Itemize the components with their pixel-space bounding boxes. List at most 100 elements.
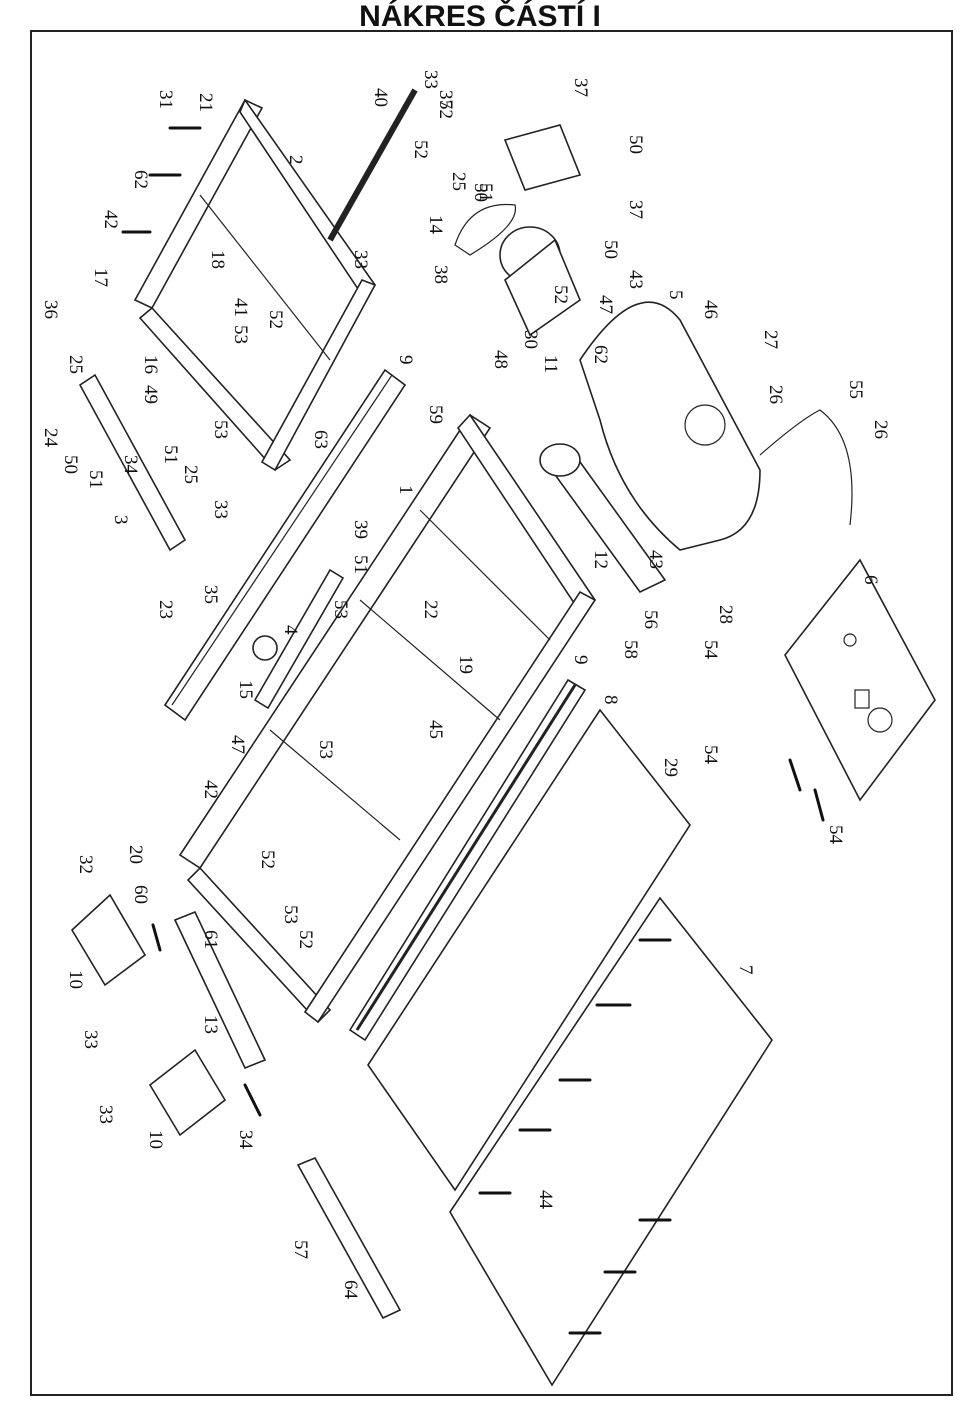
callout-38: 38 <box>430 265 451 284</box>
part-15-drive-belt <box>454 203 517 256</box>
fasteners <box>121 126 825 1335</box>
callout-33: 33 <box>350 250 371 269</box>
callout-39: 39 <box>350 520 371 539</box>
callout-25: 25 <box>65 355 86 374</box>
callout-33: 33 <box>210 500 231 519</box>
callout-53: 53 <box>280 905 301 924</box>
callout-33: 33 <box>80 1030 101 1049</box>
callout-61: 61 <box>200 930 221 949</box>
callout-33: 33 <box>95 1105 116 1124</box>
callout-50: 50 <box>625 135 646 154</box>
callout-34: 34 <box>235 1130 256 1150</box>
callout-12: 12 <box>590 550 611 569</box>
callout-43: 43 <box>645 550 666 569</box>
callout-56: 56 <box>640 610 661 629</box>
callout-52: 52 <box>410 140 431 159</box>
callout-36: 36 <box>40 300 61 319</box>
page-title: NÁKRES ČÁSTÍ I <box>359 0 601 30</box>
callout-24: 24 <box>40 428 61 448</box>
callout-53: 53 <box>330 600 351 619</box>
callout-17: 17 <box>90 268 111 287</box>
part-7-running-belt <box>449 896 773 1387</box>
part-14-rear-roller <box>173 910 267 1070</box>
part-9-side-rail-upper <box>163 368 407 722</box>
callout-10: 10 <box>65 970 86 989</box>
callout-33: 33 <box>420 70 441 89</box>
callout-44: 44 <box>535 1190 556 1210</box>
callout-11: 11 <box>540 355 561 373</box>
callout-45: 45 <box>425 720 446 739</box>
part-11-motor <box>499 226 581 337</box>
callout-62: 62 <box>130 170 151 189</box>
callout-34: 34 <box>120 455 141 475</box>
callout-51: 51 <box>475 183 496 202</box>
drawing-frame <box>30 30 953 1396</box>
callout-59: 59 <box>425 405 446 424</box>
callout-18: 18 <box>207 250 228 269</box>
callout-labels: 1234567899101011121314151617181920212223… <box>40 70 891 1300</box>
callout-40: 40 <box>370 88 391 107</box>
callout-54: 54 <box>825 825 846 845</box>
part-10-end-cap-upper <box>70 893 147 987</box>
callout-51: 51 <box>85 470 106 489</box>
callout-2: 2 <box>285 155 306 165</box>
callout-26: 26 <box>870 420 891 439</box>
callout-60: 60 <box>130 885 151 904</box>
callout-55: 55 <box>845 380 866 399</box>
callout-52: 52 <box>550 285 571 304</box>
callout-25: 25 <box>180 465 201 484</box>
part-6-console <box>784 558 936 802</box>
callout-51: 51 <box>350 555 371 574</box>
callout-27: 27 <box>760 330 781 349</box>
callout-19: 19 <box>455 655 476 674</box>
callout-53: 53 <box>230 325 251 344</box>
callout-52: 52 <box>295 930 316 949</box>
part-1-main-frame <box>178 413 597 1024</box>
callout-10: 10 <box>145 1130 166 1149</box>
callout-4: 4 <box>280 625 301 635</box>
callout-42: 42 <box>200 780 221 799</box>
callout-26: 26 <box>765 385 786 404</box>
callout-22: 22 <box>420 600 441 619</box>
part-16-lift-bar <box>327 88 418 242</box>
callout-54: 54 <box>700 640 721 660</box>
callout-37: 37 <box>435 90 456 109</box>
callout-3: 3 <box>110 515 131 525</box>
callout-53: 53 <box>315 740 336 759</box>
callout-52: 52 <box>435 100 456 119</box>
callout-9: 9 <box>395 355 416 365</box>
callout-15: 15 <box>235 680 256 699</box>
callout-50: 50 <box>600 240 621 259</box>
callout-51: 51 <box>160 445 181 464</box>
callout-48: 48 <box>490 350 511 369</box>
callout-50: 50 <box>60 455 81 474</box>
part-13-front-roller <box>539 443 667 594</box>
callout-16: 16 <box>140 355 161 374</box>
callout-52: 52 <box>257 850 278 869</box>
callout-50: 50 <box>470 183 491 202</box>
callout-43: 43 <box>625 270 646 289</box>
callout-37: 37 <box>570 78 591 97</box>
callout-42: 42 <box>100 210 121 229</box>
callout-49: 49 <box>140 385 161 404</box>
part-4-crossbar <box>252 568 345 710</box>
part-9-side-rail-lower <box>348 678 587 1042</box>
part-3-handlebar <box>78 373 187 552</box>
callout-30: 30 <box>520 330 541 349</box>
callout-64: 64 <box>340 1280 361 1300</box>
part-8-deck <box>367 708 691 1192</box>
part-5-motor-hood <box>579 301 761 551</box>
callout-57: 57 <box>290 1240 311 1259</box>
part-27-power-cord <box>759 409 853 526</box>
callout-25: 25 <box>448 172 469 191</box>
callout-47: 47 <box>227 735 248 754</box>
callout-6: 6 <box>860 575 881 585</box>
callout-7: 7 <box>735 965 756 975</box>
part-2-upright-frame <box>133 98 377 472</box>
callout-5: 5 <box>665 290 686 300</box>
callout-1: 1 <box>395 485 416 495</box>
part-64-trim-strip <box>296 1156 402 1320</box>
callout-41: 41 <box>230 298 251 317</box>
callout-37: 37 <box>625 200 646 219</box>
